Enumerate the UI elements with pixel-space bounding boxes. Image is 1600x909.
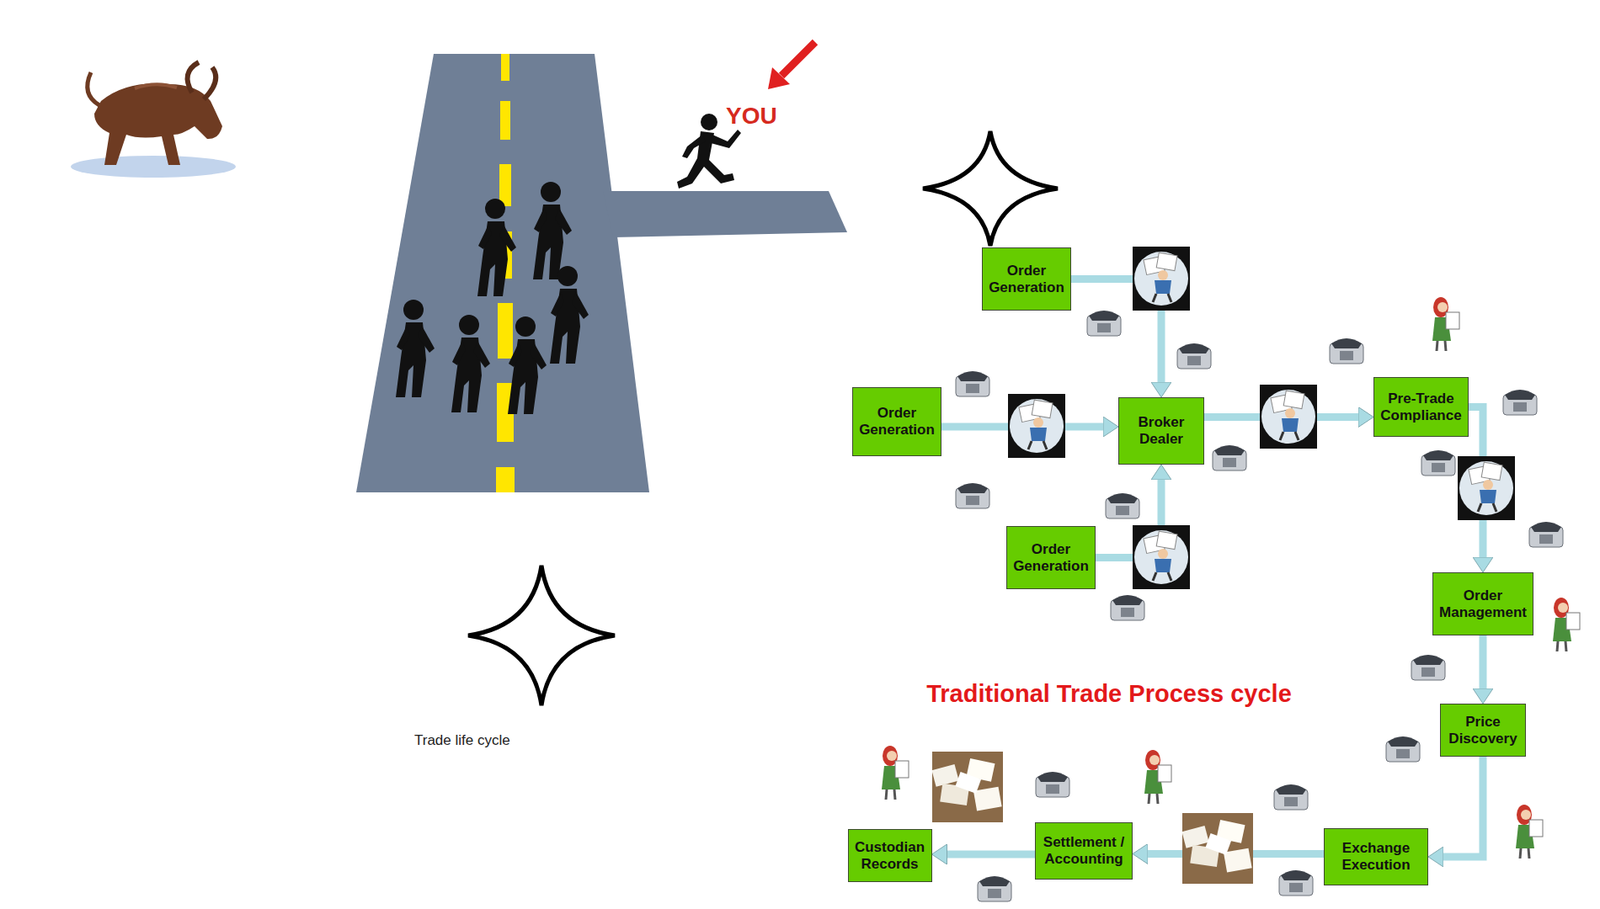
box-text: Order Generation [1012,541,1090,575]
process-box: Exchange Execution [1323,828,1429,886]
process-box: Custodian Records [848,829,933,883]
box-text: Custodian Records [853,839,927,873]
callout-label: YOU [725,102,778,130]
flow-arrow [1443,757,1483,858]
road-illustration [356,53,848,493]
diagram-title: Traditional Trade Process cycle [926,680,1292,709]
bull-illustration [70,62,236,178]
process-box: Order Generation [852,387,942,457]
caption-text: Trade life cycle [414,732,511,750]
box-text: Settlement / Accounting [1040,834,1127,868]
process-box: Broker Dealer [1118,397,1205,465]
process-box: Order Generation [981,247,1072,311]
box-text: Order Generation [987,262,1066,296]
process-box: Settlement / Accounting [1034,822,1133,880]
flow-arrow [1479,635,1488,689]
star-shape [922,131,1058,246]
phone-icon [955,310,1563,902]
clerk-icon [881,297,1580,859]
box-text: Price Discovery [1445,714,1520,747]
pointer-arrow [768,42,816,90]
box-text: Order Generation [858,405,936,438]
box-text: Exchange Execution [1329,840,1423,874]
process-box: Order Generation [1006,526,1096,590]
box-text: Order Management [1438,587,1528,621]
process-box: Pre-Trade Compliance [1373,377,1469,438]
box-text: Pre-Trade Compliance [1379,390,1463,424]
box-text: Broker Dealer [1124,414,1199,448]
flow-arrow [947,851,1036,859]
paper-pile-icon [931,752,1254,885]
crowd-figures [395,181,589,415]
star-shape [468,565,615,706]
process-box: Price Discovery [1440,704,1526,758]
process-box: Order Management [1432,572,1534,636]
